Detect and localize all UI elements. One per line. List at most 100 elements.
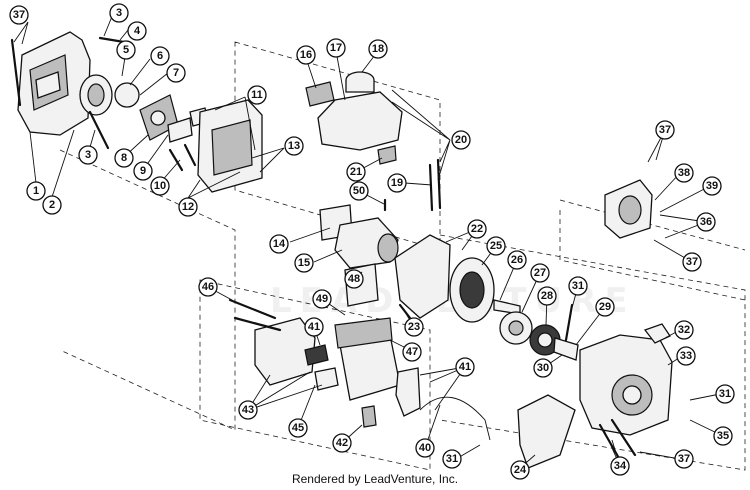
debris-guard [517,394,576,469]
callout-23: 23 [404,317,424,337]
svg-text:48: 48 [348,273,360,285]
callout-41-a: 41 [304,317,324,337]
svg-text:31: 31 [446,453,458,465]
svg-text:32: 32 [678,324,690,336]
svg-text:12: 12 [182,201,194,213]
svg-text:20: 20 [455,134,467,146]
callout-28: 28 [537,286,557,306]
svg-text:18: 18 [372,43,384,55]
callout-42: 42 [332,433,352,453]
callout-7: 7 [166,63,186,83]
svg-text:1: 1 [33,185,39,197]
callout-45: 45 [288,418,308,438]
svg-text:47: 47 [406,346,418,358]
svg-text:26: 26 [511,254,523,266]
callout-36: 36 [696,212,716,232]
callout-37-a: 37 [9,5,29,25]
shaft-housing [604,179,653,239]
callout-49: 49 [312,289,332,309]
callout-3-b: 3 [78,145,98,165]
crankcase [319,204,399,269]
callout-24: 24 [510,460,530,480]
callout-27: 27 [530,263,550,283]
callout-38: 38 [674,163,694,183]
callout-30: 30 [533,358,553,378]
svg-text:50: 50 [353,185,365,197]
svg-text:11: 11 [251,89,263,101]
svg-text:41: 41 [308,321,320,333]
svg-text:49: 49 [316,293,328,305]
callout-10: 10 [150,176,170,196]
svg-text:5: 5 [123,44,129,56]
svg-text:19: 19 [391,177,403,189]
svg-text:8: 8 [121,152,127,164]
callout-34: 34 [610,456,630,476]
svg-text:28: 28 [541,290,553,302]
fuel-tank [305,71,403,165]
svg-text:37: 37 [686,256,698,268]
callout-25: 25 [486,236,506,256]
callout-37-d: 37 [674,449,694,469]
engine-cover-housing [17,31,113,136]
callout-31-c: 31 [442,449,462,469]
svg-text:43: 43 [242,404,254,416]
flywheel-assembly [394,234,533,345]
svg-text:35: 35 [717,430,729,442]
callout-8: 8 [114,148,134,168]
svg-text:3: 3 [85,149,91,161]
callout-26: 26 [507,250,527,270]
svg-text:41: 41 [459,361,471,373]
svg-text:3: 3 [116,7,122,19]
callout-22: 22 [467,219,487,239]
svg-text:16: 16 [300,49,312,61]
callout-29: 29 [595,297,615,317]
callout-47: 47 [402,342,422,362]
svg-text:7: 7 [173,67,179,79]
callout-2: 2 [42,195,62,215]
callout-37-b: 37 [655,120,675,140]
callout-1: 1 [26,181,46,201]
starter-housing [579,323,673,436]
callout-39: 39 [702,176,722,196]
callout-50: 50 [349,181,369,201]
svg-text:15: 15 [298,257,310,269]
callout-17: 17 [326,38,346,58]
svg-text:4: 4 [134,25,141,37]
callout-16: 16 [296,45,316,65]
svg-text:24: 24 [514,464,527,476]
svg-text:36: 36 [700,216,712,228]
callout-21: 21 [346,162,366,182]
callout-14: 14 [269,234,289,254]
callout-35: 35 [713,426,733,446]
carburetor-assembly [114,82,209,143]
callout-37-c: 37 [682,252,702,272]
callout-32: 32 [674,320,694,340]
svg-text:6: 6 [157,50,163,62]
svg-text:39: 39 [706,180,718,192]
svg-text:37: 37 [659,124,671,136]
svg-text:9: 9 [140,165,146,177]
callout-43: 43 [238,400,258,420]
svg-text:31: 31 [572,280,584,292]
svg-text:30: 30 [537,362,549,374]
callout-41-b: 41 [455,357,475,377]
svg-text:45: 45 [292,422,304,434]
callout-33: 33 [676,346,696,366]
callout-19: 19 [387,173,407,193]
svg-text:37: 37 [13,9,25,21]
callout-11: 11 [247,85,267,105]
svg-text:42: 42 [336,437,348,449]
clutch-assembly [529,324,579,361]
callout-5: 5 [116,40,136,60]
callout-46: 46 [198,277,218,297]
svg-text:40: 40 [419,442,431,454]
svg-text:22: 22 [471,223,483,235]
callout-48: 48 [344,269,364,289]
callout-6: 6 [150,46,170,66]
svg-text:37: 37 [678,453,690,465]
svg-text:21: 21 [350,166,362,178]
svg-text:17: 17 [330,42,342,54]
callout-12: 12 [178,197,198,217]
svg-text:29: 29 [599,301,611,313]
